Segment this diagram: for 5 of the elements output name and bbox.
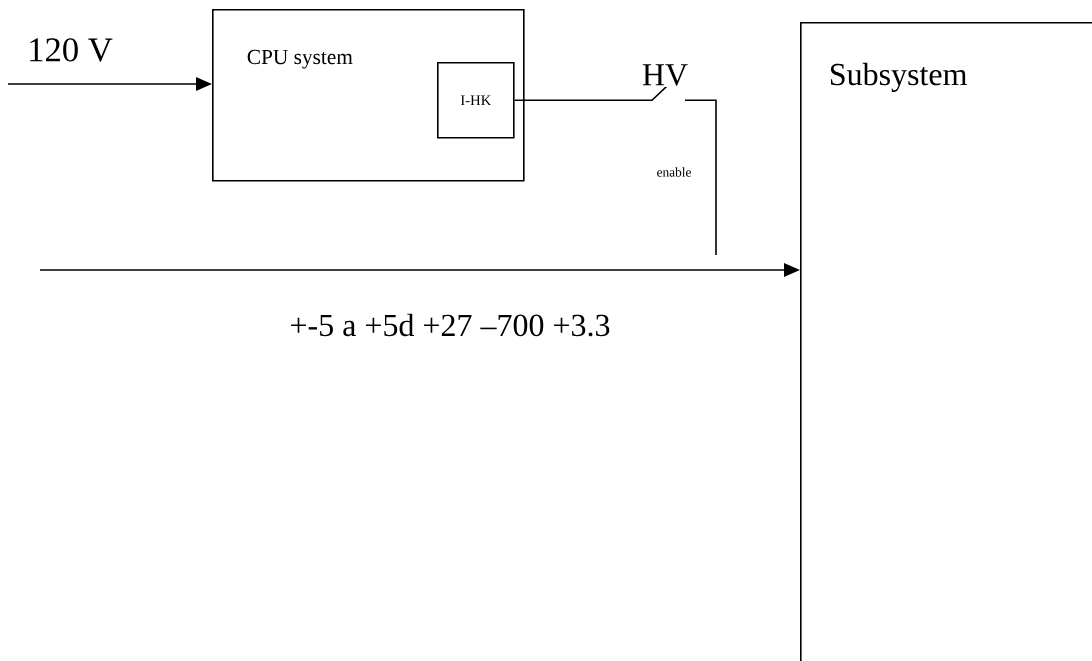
block-box: I-HK [437, 62, 515, 139]
signal-label: enable [657, 167, 691, 177]
block-box: Subsystem [800, 22, 1092, 661]
edge-label: 120 V [25, 36, 115, 64]
edge-label: +-5 a +5d +27 –700 +3.3 [288, 312, 612, 338]
